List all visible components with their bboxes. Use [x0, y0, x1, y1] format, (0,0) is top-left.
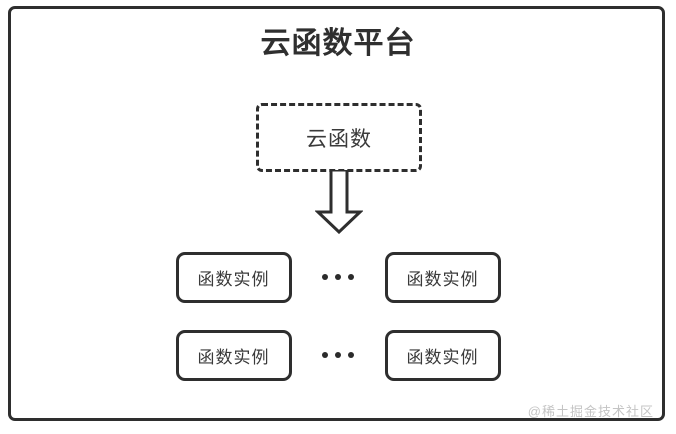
ellipsis-dot [348, 352, 354, 358]
function-instance-label: 函数实例 [197, 269, 270, 289]
ellipsis-dot [335, 274, 341, 280]
function-instance-box: 函数实例 [175, 251, 292, 303]
cloud-function-label: 云函数 [306, 127, 372, 151]
function-instance-label: 函数实例 [406, 347, 479, 367]
page-title-text: 云函数平台 [260, 27, 416, 60]
instance-row-1: 函数实例 函数实例 [0, 251, 676, 303]
ellipsis-indicator [292, 330, 385, 381]
cloud-function-node: 云函数 [256, 103, 422, 172]
function-instance-box: 函数实例 [384, 329, 501, 381]
function-instance-label: 函数实例 [197, 347, 270, 367]
ellipsis-dot [335, 352, 341, 358]
page-title: 云函数平台 [0, 26, 676, 62]
function-instance-box: 函数实例 [384, 251, 501, 303]
ellipsis-indicator [292, 252, 385, 303]
instance-row-2: 函数实例 函数实例 [0, 329, 676, 381]
watermark: @稀土掘金技术社区 [527, 404, 654, 419]
ellipsis-dot [322, 274, 328, 280]
function-instance-box: 函数实例 [175, 329, 292, 381]
function-instance-label: 函数实例 [406, 269, 479, 289]
ellipsis-dot [322, 352, 328, 358]
ellipsis-dot [348, 274, 354, 280]
down-arrow-icon [314, 168, 364, 235]
